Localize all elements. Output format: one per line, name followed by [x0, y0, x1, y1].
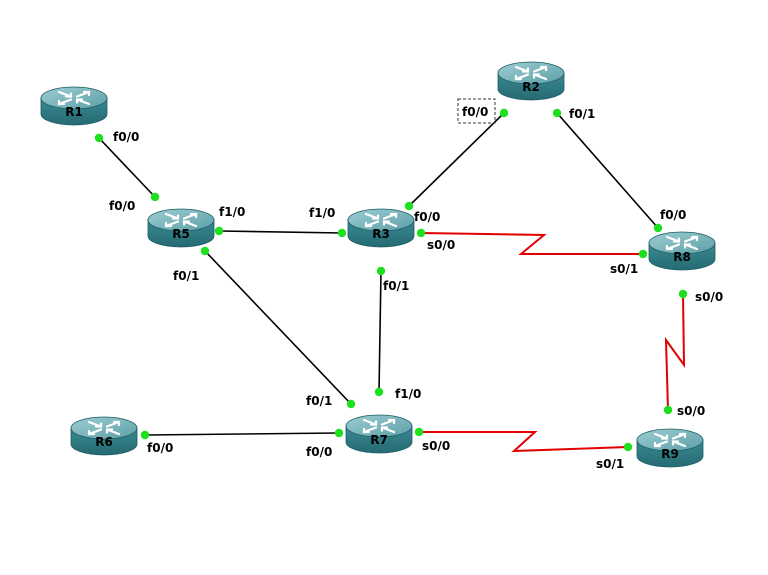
port-label-r3-f0-1: f0/1 — [383, 279, 409, 293]
port-dot-r8-f0-0[interactable] — [653, 223, 663, 233]
router-arrows-icon — [514, 65, 548, 81]
link-r2-r3[interactable] — [408, 112, 505, 207]
port-label-r3-s0-0: s0/0 — [427, 238, 455, 252]
port-label-r9-s0-1: s0/1 — [596, 457, 624, 471]
router-r2[interactable]: R2 — [497, 61, 565, 101]
router-arrows-icon — [87, 420, 121, 436]
link-r2-r8[interactable] — [556, 112, 659, 229]
port-label-r5-f1-0: f1/0 — [219, 205, 245, 219]
router-label-r2: R2 — [522, 80, 540, 94]
port-label-r7-f0-0: f0/0 — [306, 445, 332, 459]
router-arrows-icon — [665, 235, 699, 251]
router-r8[interactable]: R8 — [648, 231, 716, 271]
router-arrows-icon — [364, 212, 398, 228]
port-dot-r5-f1-0[interactable] — [214, 226, 224, 236]
router-top — [70, 416, 138, 440]
port-label-r5-f0-1: f0/1 — [173, 269, 199, 283]
router-arrows-icon — [653, 432, 687, 448]
router-label-r7: R7 — [370, 433, 388, 447]
link-r6-r7[interactable] — [144, 432, 340, 436]
router-r5[interactable]: R5 — [147, 208, 215, 248]
router-r7[interactable]: R7 — [345, 414, 413, 454]
selected-port-box — [457, 98, 496, 124]
port-dot-r9-s0-1[interactable] — [623, 442, 633, 452]
links-layer — [98, 112, 686, 453]
router-top — [497, 61, 565, 85]
port-dot-r1-f0-0[interactable] — [94, 133, 104, 143]
port-dots-layer — [94, 108, 688, 452]
port-dot-r8-s0-0[interactable] — [678, 289, 688, 299]
router-top — [648, 231, 716, 255]
port-label-r2-f0-0: f0/0 — [462, 105, 488, 119]
port-label-r3-f1-0: f1/0 — [309, 206, 335, 220]
port-dot-r7-f0-0[interactable] — [334, 428, 344, 438]
link-r8-r9[interactable] — [664, 293, 686, 411]
router-r6[interactable]: R6 — [70, 416, 138, 456]
router-r9[interactable]: R9 — [636, 428, 704, 468]
port-dot-r2-f0-0[interactable] — [499, 108, 509, 118]
port-dot-r5-f0-1[interactable] — [200, 246, 210, 256]
link-r3-r8[interactable] — [420, 232, 643, 255]
router-label-r8: R8 — [673, 250, 691, 264]
router-label-r5: R5 — [172, 227, 190, 241]
router-label-r9: R9 — [661, 447, 679, 461]
port-dot-r3-f0-0[interactable] — [404, 201, 414, 211]
router-r3[interactable]: R3 — [347, 208, 415, 248]
port-label-r8-s0-1: s0/1 — [610, 262, 638, 276]
port-dot-r7-f0-1[interactable] — [346, 399, 356, 409]
router-top — [636, 428, 704, 452]
port-dot-r3-f0-1[interactable] — [376, 266, 386, 276]
router-label-r1: R1 — [65, 105, 83, 119]
router-top — [147, 208, 215, 232]
port-dot-r8-s0-1[interactable] — [638, 249, 648, 259]
port-label-r5-f0-0: f0/0 — [109, 199, 135, 213]
router-r1[interactable]: R1 — [40, 86, 108, 126]
port-label-r7-s0-0: s0/0 — [422, 439, 450, 453]
port-label-r6-f0-0: f0/0 — [147, 441, 173, 455]
router-label-r6: R6 — [95, 435, 113, 449]
port-labels-layer: f0/0 f0/0 f1/0 f1/0 f0/1 f0/1 f0/0 f0/0 f0/1 f0/0… — [109, 98, 723, 471]
port-label-r8-s0-0: s0/0 — [695, 290, 723, 304]
port-dot-r7-f1-0[interactable] — [374, 387, 384, 397]
port-dot-r2-f0-1[interactable] — [552, 108, 562, 118]
port-dot-r3-s0-0[interactable] — [416, 228, 426, 238]
link-r5-r3[interactable] — [218, 230, 343, 234]
router-top — [345, 414, 413, 438]
link-r7-r9[interactable] — [419, 431, 629, 453]
router-arrows-icon — [57, 90, 91, 106]
port-label-r2-f0-1: f0/1 — [569, 107, 595, 121]
link-r5-r7[interactable] — [204, 250, 352, 405]
router-top — [347, 208, 415, 232]
port-dot-r6-f0-0[interactable] — [140, 430, 150, 440]
port-label-r8-f0-0: f0/0 — [660, 208, 686, 222]
router-top — [40, 86, 108, 110]
link-r3-r7[interactable] — [378, 270, 382, 393]
port-label-r7-f0-1: f0/1 — [306, 394, 332, 408]
router-arrows-icon — [164, 212, 198, 228]
port-dot-r9-s0-0[interactable] — [663, 405, 673, 415]
port-dot-r3-f1-0[interactable] — [337, 228, 347, 238]
router-arrows-icon — [362, 418, 396, 434]
port-label-r9-s0-0: s0/0 — [677, 404, 705, 418]
port-dot-r7-s0-0[interactable] — [414, 427, 424, 437]
port-label-r1-f0-0: f0/0 — [113, 130, 139, 144]
router-label-r3: R3 — [372, 227, 390, 241]
port-label-r7-f1-0: f1/0 — [395, 387, 421, 401]
link-r1-r5[interactable] — [98, 137, 156, 198]
port-label-r3-f0-0: f0/0 — [414, 210, 440, 224]
port-dot-r5-f0-0[interactable] — [150, 192, 160, 202]
